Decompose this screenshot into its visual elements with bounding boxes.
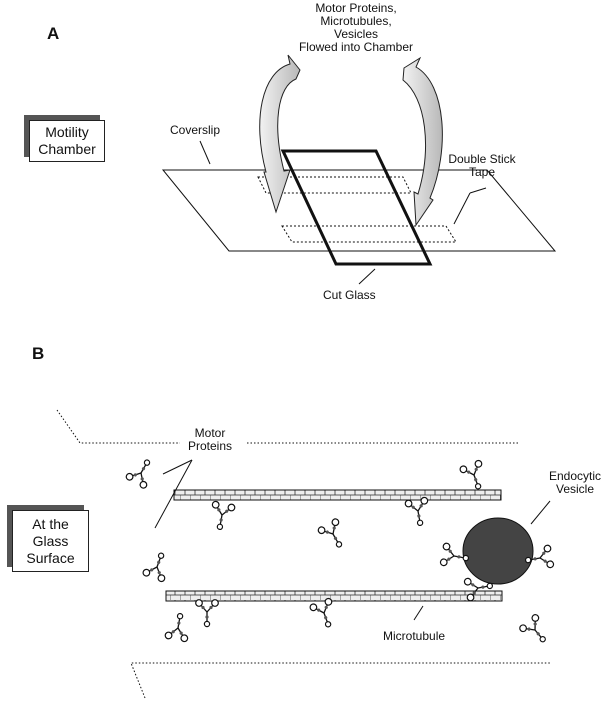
flow-label: Motor Proteins, Microtubules, Vesicles F…: [280, 2, 432, 54]
motor-protein: [141, 548, 174, 584]
motor-protein: [517, 612, 554, 650]
glass-surface-box: At the Glass Surface: [12, 510, 89, 572]
motor-leader-1: [162, 459, 193, 475]
glass-surface-top: [56, 409, 180, 444]
motor-leader-2: [154, 459, 193, 529]
coverslip-leader: [199, 140, 211, 165]
flow-label-line: Microtubules,: [320, 14, 392, 28]
motor-protein: [164, 611, 193, 643]
microtubule-label: Microtubule: [383, 629, 446, 643]
tape-strip-lower: [281, 225, 457, 243]
box-label-line: Motility: [45, 124, 89, 140]
motor-label-line: Motor: [194, 426, 226, 440]
tape-leader-2: [469, 187, 487, 194]
vesicle-label: Endocytic Vesicle: [543, 470, 607, 496]
motor-protein: [458, 458, 491, 494]
flow-label-line: Vesicles: [333, 27, 379, 41]
cut-glass-label: Cut Glass: [323, 288, 376, 302]
flow-label-line: Motor Proteins,: [315, 1, 397, 15]
vesicle-label-line: Endocytic: [548, 469, 602, 483]
flow-label-line: Flowed into Chamber: [298, 40, 414, 54]
panel-a-diagram: [161, 54, 557, 285]
microtubule-lower: [165, 590, 503, 602]
vesicle-leader: [530, 500, 551, 525]
cut-glass-shape: [280, 149, 433, 266]
flow-arrow-right: [402, 56, 443, 227]
box-label-line: Chamber: [38, 141, 96, 157]
flow-arrow-left: [259, 54, 301, 214]
motor-protein: [195, 599, 219, 628]
panel-a-letter: A: [47, 24, 60, 43]
panel-b-diagram: [56, 409, 555, 699]
cut-glass-leader: [358, 268, 376, 285]
tape-label: Double Stick Tape: [442, 153, 522, 179]
tape-strip-upper: [257, 176, 412, 194]
motor-protein: [308, 596, 341, 632]
coverslip-shape: [161, 169, 557, 252]
tape-leader-1: [453, 192, 471, 225]
panel-b-letter: B: [32, 344, 45, 363]
motor-protein: [207, 500, 236, 532]
motor-protein: [124, 454, 159, 490]
microtubule-upper: [173, 489, 502, 501]
microtubule-leader: [413, 605, 424, 621]
box-label-line: Surface: [26, 549, 75, 566]
motor-protein: [404, 496, 433, 528]
motor-protein: [316, 517, 351, 553]
box-label-line: At the: [32, 515, 69, 532]
vesicle-label-line: Vesicle: [555, 482, 595, 496]
endocytic-vesicle: [462, 517, 534, 585]
motor-label-line: Proteins: [187, 439, 233, 453]
tape-label-line: Double Stick: [448, 152, 516, 166]
motor-proteins-label: Motor Proteins: [180, 427, 240, 453]
coverslip-label: Coverslip: [170, 123, 221, 137]
motility-chamber-box: Motility Chamber: [29, 120, 105, 162]
box-label-line: Glass: [32, 532, 69, 549]
tape-label-line: Tape: [468, 165, 496, 179]
glass-surface-bottom: [130, 662, 550, 699]
